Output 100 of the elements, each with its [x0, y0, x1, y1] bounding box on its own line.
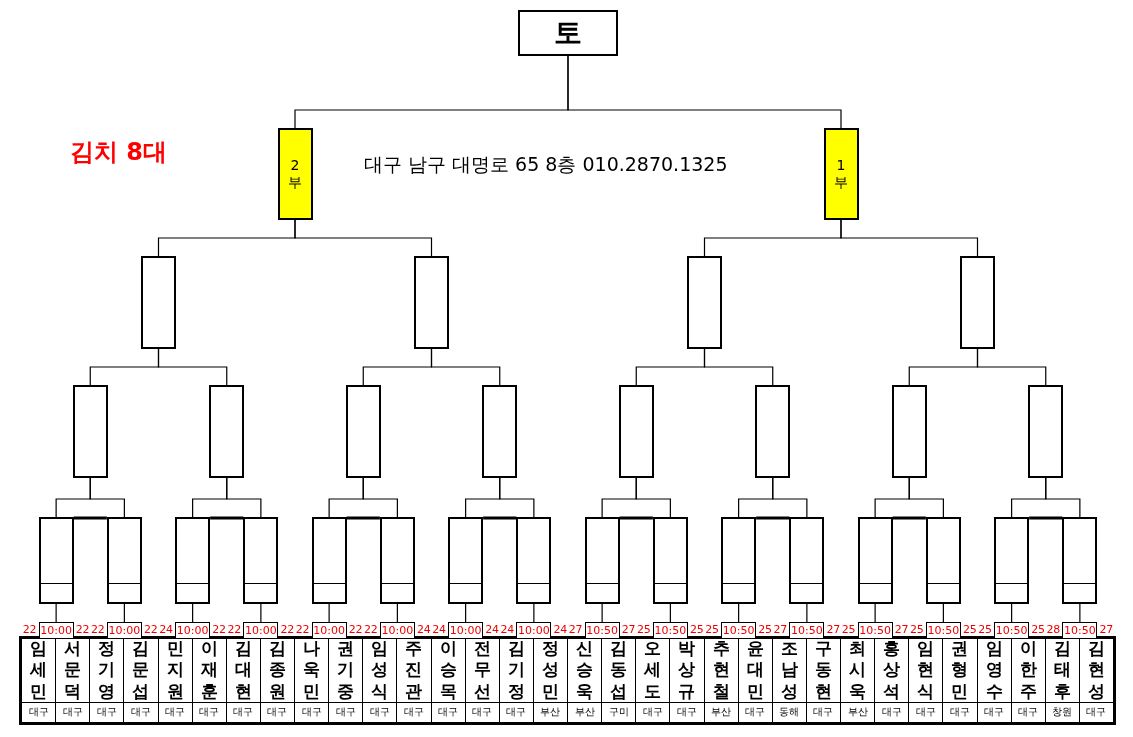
joining-line	[346, 516, 380, 520]
number-label: 22	[226, 622, 243, 638]
number-label: 24	[158, 622, 175, 638]
time-box: 10:00	[379, 622, 415, 639]
bracket-line	[55, 603, 57, 623]
match-box	[925, 517, 961, 604]
player-cell	[397, 638, 432, 725]
city-label: 대구	[62, 705, 83, 719]
number-label: 27	[893, 622, 910, 638]
match-box	[516, 517, 552, 604]
number-label: 22	[294, 622, 311, 638]
player-cell	[602, 638, 637, 725]
player-name: 서문덕	[64, 638, 82, 702]
time-box: 10:00	[448, 622, 484, 639]
city-label: 대구	[676, 705, 697, 719]
player-name: 이재훈	[200, 638, 218, 702]
number-label: 27	[1098, 622, 1115, 638]
joining-line	[73, 516, 107, 520]
city-label: 동해	[779, 705, 800, 719]
city-label: 대구	[642, 705, 663, 719]
number-label: 22	[211, 622, 228, 638]
city-label: 대구	[745, 705, 766, 719]
joining-line	[1029, 516, 1063, 520]
player-name: 김종원	[268, 638, 286, 702]
bracket-line	[976, 348, 1047, 386]
match-box	[1062, 517, 1098, 604]
number-label: 24	[552, 622, 569, 638]
player-cell	[158, 638, 193, 725]
match-box	[891, 385, 927, 478]
number-label: 25	[840, 622, 857, 638]
city-label: 부산	[711, 705, 732, 719]
time-box: 10:00	[243, 622, 279, 639]
bracket-line	[89, 477, 125, 518]
city-label: 부산	[574, 705, 595, 719]
match-box	[345, 385, 381, 478]
player-cell	[329, 638, 364, 725]
city-label: 대구	[301, 705, 322, 719]
player-cell	[841, 638, 876, 725]
city-label: 부산	[847, 705, 868, 719]
city-label: 대구	[335, 705, 356, 719]
match-box	[311, 517, 347, 604]
city-label: 대구	[130, 705, 151, 719]
number-label: 25	[977, 622, 994, 638]
player-cell	[295, 638, 330, 725]
player-name: 정기영	[98, 638, 116, 702]
number-label: 25	[961, 622, 978, 638]
city-label: 대구	[506, 705, 527, 719]
player-name: 정성민	[541, 638, 559, 702]
match-box	[379, 517, 415, 604]
match-box	[175, 517, 211, 604]
bracket-line	[703, 348, 774, 386]
player-name: 임세민	[30, 638, 48, 702]
time-box: 10:50	[652, 622, 688, 639]
match-box	[209, 385, 245, 478]
bracket-line	[1045, 477, 1081, 518]
joining-line	[756, 516, 790, 520]
heading-text: 김치 8대	[70, 137, 168, 168]
time-box: 10:00	[175, 622, 211, 639]
player-cell	[465, 638, 500, 725]
bracket-line	[908, 477, 944, 518]
city-label: 대구	[28, 705, 49, 719]
number-label: 24	[415, 622, 432, 638]
player-cell	[22, 638, 57, 725]
city-label: 대구	[438, 705, 459, 719]
number-label: 25	[688, 622, 705, 638]
number-label: 22	[279, 622, 296, 638]
city-label: 대구	[984, 705, 1005, 719]
bracket-line	[362, 477, 398, 518]
player-name: 추현철	[712, 638, 730, 702]
joining-line	[892, 516, 926, 520]
time-box: 10:50	[789, 622, 825, 639]
city-label: 창원	[1052, 705, 1073, 719]
player-name: 임현식	[917, 638, 935, 702]
player-name: 김태후	[1053, 638, 1071, 702]
match-box	[72, 385, 108, 478]
match-box	[994, 517, 1030, 604]
match-box	[618, 385, 654, 478]
division-box: 1부	[823, 128, 859, 220]
bracket-line	[635, 477, 671, 518]
time-box: 10:50	[584, 622, 620, 639]
time-box: 10:50	[1062, 622, 1098, 639]
player-cell	[568, 638, 603, 725]
player-name: 오세도	[644, 638, 662, 702]
bracket-line	[1079, 603, 1081, 623]
match-box	[687, 256, 722, 349]
player-name: 박상규	[678, 638, 696, 702]
number-label: 27	[567, 622, 584, 638]
player-name: 임영수	[985, 638, 1003, 702]
time-box: 10:50	[721, 622, 757, 639]
time-box: 10:00	[311, 622, 347, 639]
match-box	[755, 385, 791, 478]
number-label: 22	[89, 622, 106, 638]
match-box	[857, 517, 893, 604]
player-cell	[1045, 638, 1080, 725]
bracket-line	[499, 477, 535, 518]
match-box	[960, 256, 995, 349]
number-label: 22	[362, 622, 379, 638]
number-label: 27	[825, 622, 842, 638]
player-name: 김동섭	[610, 638, 628, 702]
bracket-line	[430, 348, 501, 386]
